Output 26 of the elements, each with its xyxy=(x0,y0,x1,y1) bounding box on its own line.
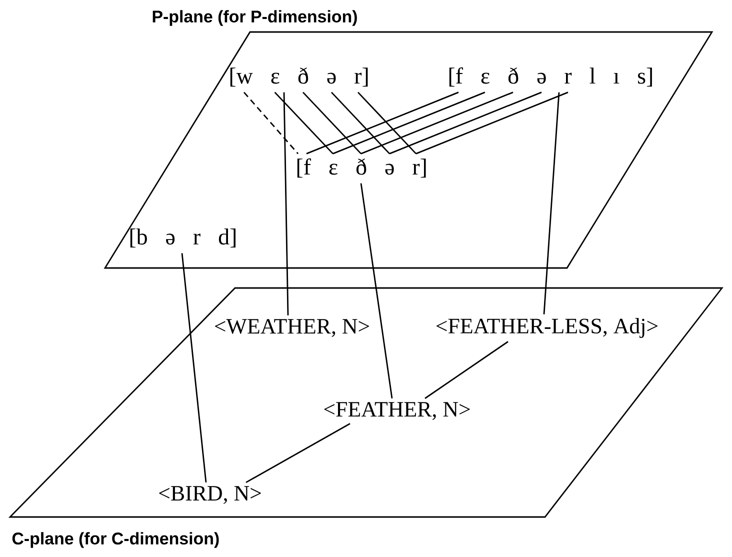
transcription: [w ɛ ð ə r] xyxy=(230,67,368,87)
plane-heading: P-plane (for P-dimension) xyxy=(152,10,357,26)
connector-line xyxy=(389,92,542,154)
connector-line xyxy=(283,92,289,316)
connector-line xyxy=(181,253,207,482)
connector-line xyxy=(543,92,560,314)
concept-label: <FEATHER, N> xyxy=(324,402,470,420)
concept-label: <FEATHER-LESS, Adj> xyxy=(436,318,658,338)
connector-line xyxy=(302,92,362,154)
transcription: [b ə r d] xyxy=(130,228,236,248)
concept-label: <WEATHER, N> xyxy=(215,319,370,337)
transcription: [f ɛ ð ə r] xyxy=(297,158,426,178)
dashed-line xyxy=(243,92,299,154)
connector-line xyxy=(424,341,508,399)
transcription: [f ɛ ð ə r l ı s] xyxy=(449,67,652,87)
connector-line xyxy=(331,92,390,154)
connector-line xyxy=(332,92,486,154)
connector-line xyxy=(360,183,393,398)
plane-heading: C-plane (for C-dimension) xyxy=(12,532,219,548)
connector-line xyxy=(306,92,459,154)
connector-line xyxy=(358,92,417,154)
connector-line xyxy=(416,92,568,154)
connector-line xyxy=(246,423,350,484)
concept-label: <BIRD, N> xyxy=(159,486,261,504)
connector-line xyxy=(360,92,514,154)
connector-line xyxy=(274,92,334,154)
